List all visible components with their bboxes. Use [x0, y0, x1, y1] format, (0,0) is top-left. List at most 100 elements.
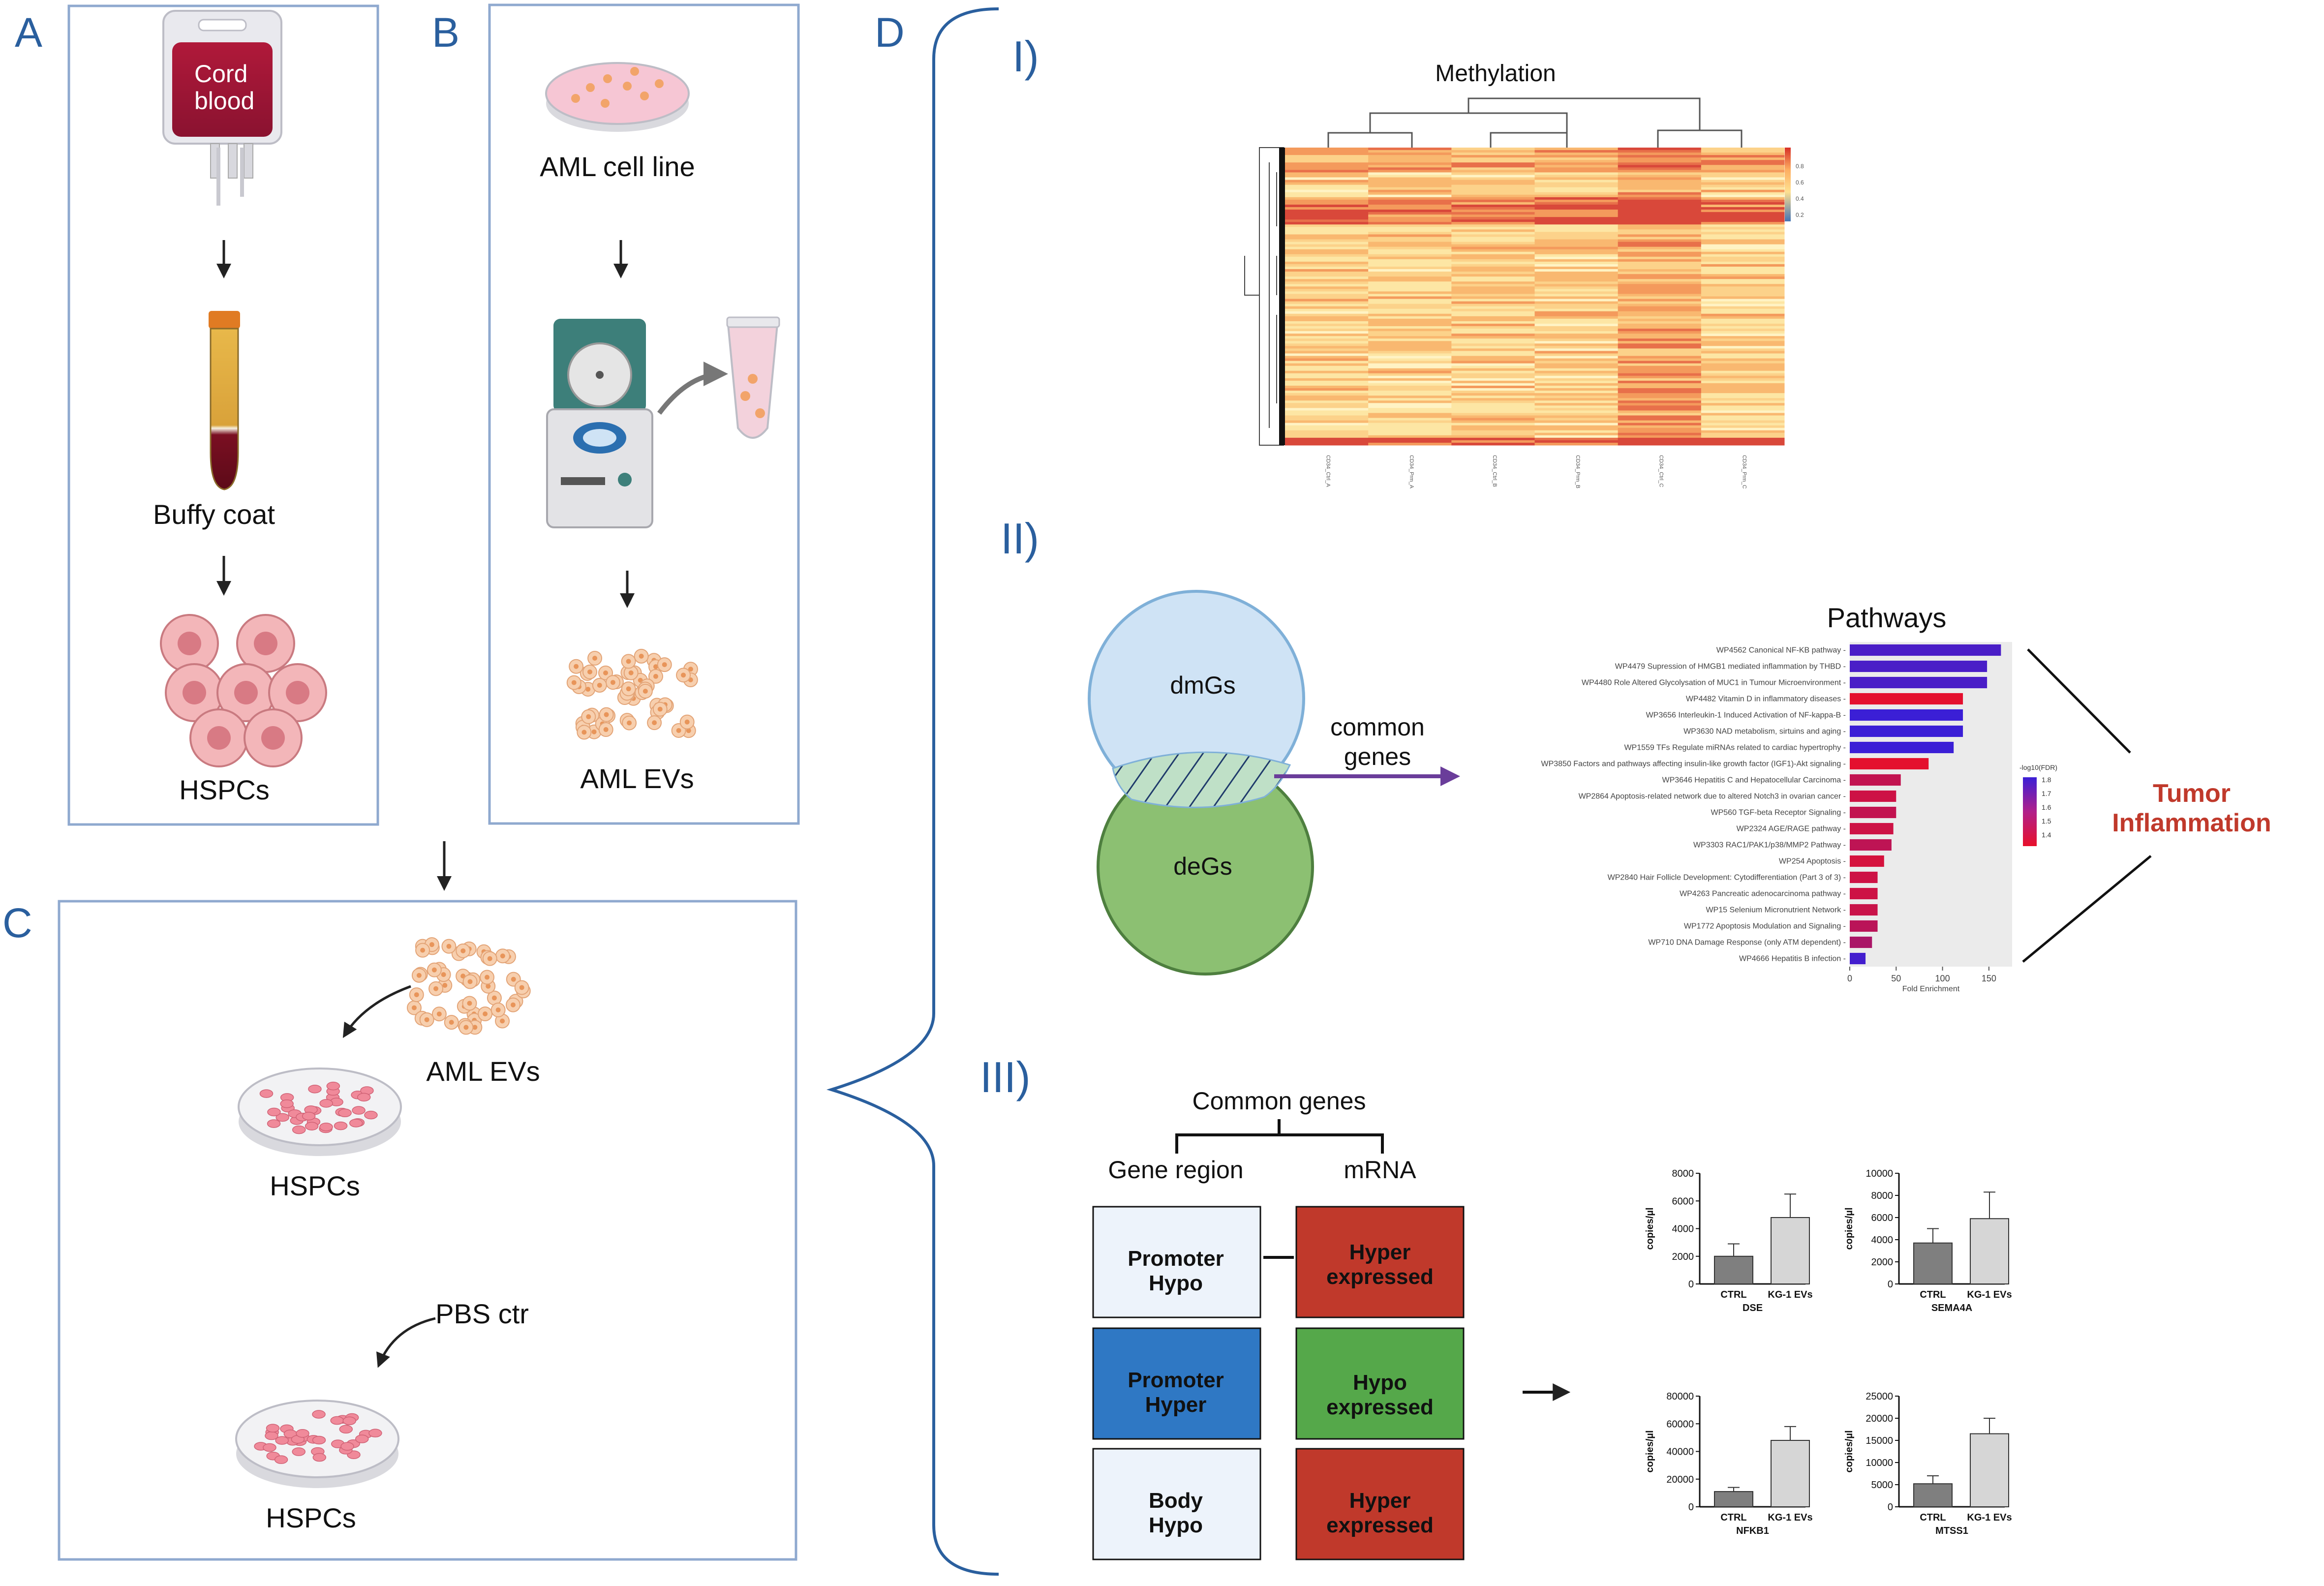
heatmap-cell: [1451, 393, 1535, 396]
box-label: Promoter: [1128, 1368, 1224, 1392]
heatmap-cell: [1368, 432, 1452, 436]
heatmap-cell: [1534, 386, 1619, 389]
pathways-bar-chart: WP4562 Canonical NF-KB pathway -WP4479 S…: [1541, 642, 2012, 993]
venn-overlap: [1112, 751, 1291, 808]
ev-core: [604, 712, 609, 717]
box-promoter-hyper: [1092, 1327, 1261, 1440]
heatmap-cell: [1368, 242, 1452, 245]
heatmap-cell: [1368, 160, 1452, 163]
bar: [1913, 1483, 1953, 1507]
hspc-cell: [357, 1093, 371, 1102]
heatmap-cell: [1701, 289, 1785, 292]
category-label: KG-1 EVs: [1768, 1512, 1812, 1523]
heatmap-cell: [1285, 301, 1369, 305]
heatmap-sample-label: CD34_Prm_C: [1741, 455, 1747, 489]
ev-core: [574, 664, 579, 669]
heatmap-cell: [1534, 272, 1619, 274]
heatmap-cell: [1368, 207, 1452, 210]
heatmap-cell: [1368, 274, 1452, 277]
heatmap-cell: [1701, 256, 1785, 260]
heatmap-cell: [1618, 373, 1702, 376]
heatmap-cell: [1534, 284, 1619, 287]
heatmap-cell: [1368, 276, 1452, 279]
heatmap-cell: [1618, 229, 1702, 232]
heatmap-cell: [1451, 311, 1535, 314]
heatmap-cell: [1285, 219, 1369, 222]
x-tick-label: 0: [1847, 974, 1852, 983]
heatmap-cell: [1618, 180, 1702, 183]
petri-dish-treated-icon: [238, 1068, 402, 1156]
heatmap-cell: [1451, 272, 1535, 274]
heatmap-cell: [1451, 261, 1535, 265]
tree-left-label: Gene region: [1108, 1156, 1243, 1184]
pathway-bar: [1850, 741, 1954, 754]
heatmap-cell: [1534, 430, 1619, 433]
heatmap-row-axis: [1279, 148, 1285, 445]
hspc-cell: [364, 1110, 378, 1120]
heatmap-cell: [1618, 415, 1702, 419]
heatmap-cell: [1618, 375, 1702, 379]
heatmap-cell: [1618, 264, 1702, 267]
heatmap-cell: [1368, 311, 1452, 314]
heatmap-cell: [1368, 284, 1452, 287]
heatmap-cell: [1285, 264, 1369, 267]
heatmap-cell: [1285, 321, 1369, 324]
heatmap-cell: [1368, 170, 1452, 173]
heatmap-cell: [1285, 256, 1369, 260]
heatmap-cell: [1534, 229, 1619, 232]
heatmap-cell: [1451, 177, 1535, 181]
buffy-coat-label: Buffy coat: [153, 499, 275, 530]
box-label: expressed: [1326, 1395, 1434, 1419]
pathway-bar: [1850, 952, 1866, 965]
heatmap-cell: [1451, 234, 1535, 237]
heatmap-cell: [1618, 187, 1702, 190]
heatmap-cell: [1285, 437, 1369, 441]
heatmap-cell: [1368, 375, 1452, 379]
box-label: Hyper: [1349, 1240, 1411, 1264]
heatmap-cell: [1618, 301, 1702, 305]
heatmap-cell: [1451, 400, 1535, 403]
heatmap-cell: [1451, 430, 1535, 433]
heatmap-cell: [1701, 261, 1785, 265]
heatmap-cell: [1368, 378, 1452, 381]
heatmap-cell: [1701, 343, 1785, 346]
heatmap-cell: [1534, 304, 1619, 307]
fdr-tick-label: 1.8: [2042, 776, 2051, 784]
heatmap-cell: [1368, 368, 1452, 371]
heatmap-cell: [1285, 152, 1369, 155]
heatmap-cell: [1368, 197, 1452, 200]
heatmap-cell: [1285, 370, 1369, 374]
ev-core: [463, 1025, 469, 1030]
ev-core: [603, 670, 609, 675]
heatmap-cell: [1618, 242, 1702, 245]
heatmap-cell: [1368, 366, 1452, 369]
heatmap-cell: [1368, 318, 1452, 322]
heatmap-cell: [1701, 204, 1785, 208]
heatmap-cell: [1618, 267, 1702, 270]
heatmap-cell: [1534, 346, 1619, 349]
heatmap-cell: [1534, 251, 1619, 255]
y-axis-label: copies/µl: [1844, 1431, 1855, 1473]
heatmap-cell: [1701, 405, 1785, 408]
heatmap-cell: [1368, 427, 1452, 431]
heatmap-cell: [1368, 391, 1452, 394]
heatmap-cell: [1534, 170, 1619, 173]
heatmap-cell: [1451, 189, 1535, 193]
panel-a-frame: [67, 4, 379, 826]
heatmap-cell: [1534, 308, 1619, 312]
heatmap-cell: [1368, 224, 1452, 227]
heatmap-cell: [1368, 180, 1452, 183]
heatmap-cell: [1451, 246, 1535, 250]
heatmap-cell: [1368, 386, 1452, 389]
heatmap-cell: [1534, 148, 1619, 151]
heatmap-cell: [1451, 375, 1535, 379]
heatmap-cell: [1534, 210, 1619, 213]
heatmap-cell: [1285, 244, 1369, 247]
heatmap-cell: [1368, 336, 1452, 339]
heatmap-cell: [1451, 286, 1535, 289]
heatmap-cell: [1285, 351, 1369, 354]
heatmap-cell: [1285, 291, 1369, 294]
heatmap-cell: [1285, 398, 1369, 401]
heatmap-cell: [1451, 242, 1535, 245]
heatmap-cell: [1701, 187, 1785, 190]
